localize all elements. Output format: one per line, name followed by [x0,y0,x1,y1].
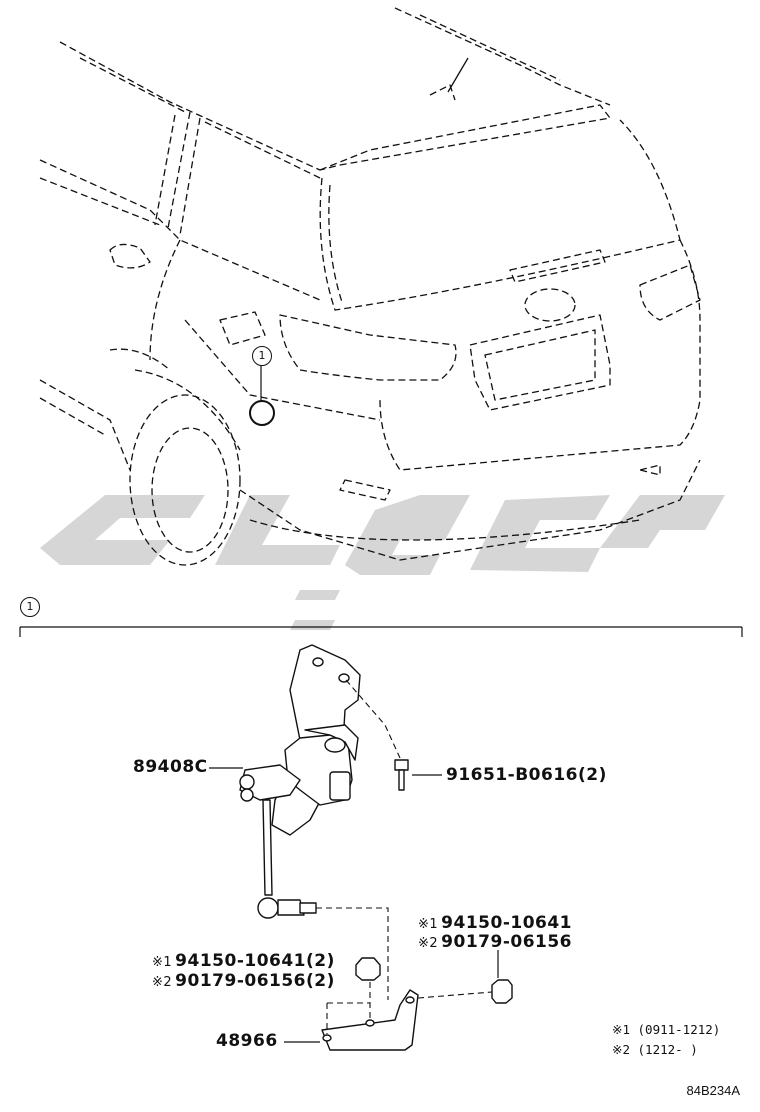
section-divider [19,626,743,637]
watermark-logo [40,495,725,630]
part-label-bracket[interactable]: 48966 [216,1031,278,1051]
part-label-bolt[interactable]: 91651-B0616(2) [446,765,607,785]
part-number-text: 90179-06156 [441,932,573,952]
part-number-text: 90179-06156(2) [175,971,335,991]
callout-circle-vehicle[interactable]: 1 [252,346,272,366]
leader-lines [209,767,499,1043]
part-number-text: 94150-10641(2) [175,951,335,971]
footnote-1: ※1 (0911-1212) [612,1022,721,1037]
note-mark-1: ※1 [152,955,173,970]
sensor-assembly [239,644,513,1051]
part-label-sensor[interactable]: 89408C [133,757,208,777]
note-mark-2: ※2 [152,975,173,990]
note-mark-2: ※2 [418,936,439,951]
footnote-2: ※2 (1212- ) [612,1042,698,1057]
assembly-guides [316,679,493,1034]
note-mark-1: ※1 [418,917,439,932]
location-circle [249,400,275,426]
part-number-text: 94150-10641 [441,913,573,933]
drawing-code: 84B234A [686,1083,741,1098]
section-callout-circle[interactable]: 1 [20,597,40,617]
vehicle-outline [39,7,701,566]
